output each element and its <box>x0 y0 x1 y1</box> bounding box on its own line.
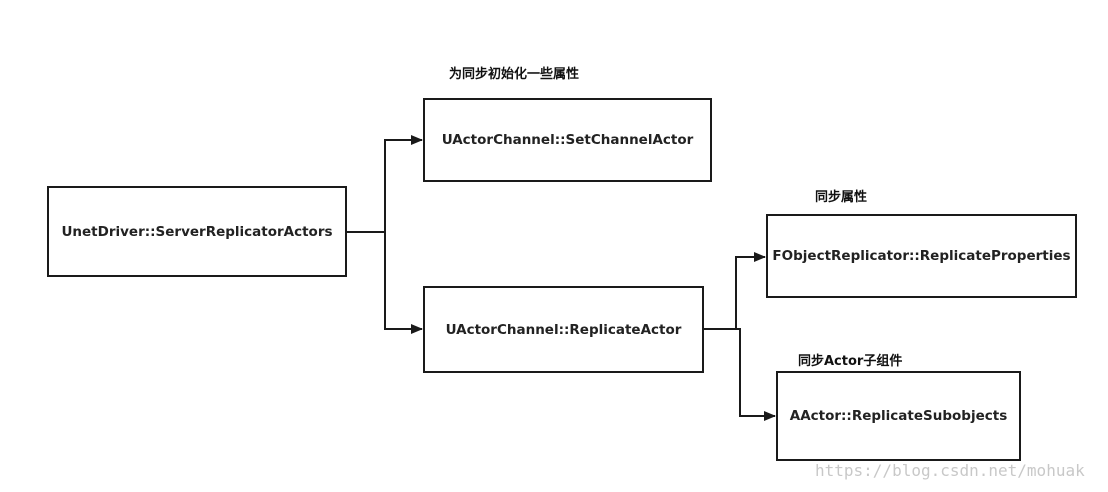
watermark-url: https://blog.csdn.net/mohuak <box>815 461 1085 480</box>
note-replicate-properties: 同步属性 <box>815 190 868 205</box>
node-server-replicator-actors: UnetDriver::ServerReplicatorActors <box>47 186 347 277</box>
connector-replicate-actor-to-subobjects <box>736 328 776 421</box>
connector-replicate-actor-to-properties <box>703 252 766 330</box>
note-replicate-subobjects: 同步Actor子组件 <box>798 354 903 369</box>
node-set-channel-actor: UActorChannel::SetChannelActor <box>423 98 712 182</box>
node-replicate-properties: FObjectReplicator::ReplicateProperties <box>766 214 1077 298</box>
node-replicate-subobjects: AActor::ReplicateSubobjects <box>776 371 1021 461</box>
connector-server-to-replicate-actor <box>384 232 423 334</box>
note-set-channel-actor: 为同步初始化一些属性 <box>449 67 580 82</box>
node-replicate-actor: UActorChannel::ReplicateActor <box>423 286 704 373</box>
connector-server-to-set-channel <box>346 135 423 233</box>
